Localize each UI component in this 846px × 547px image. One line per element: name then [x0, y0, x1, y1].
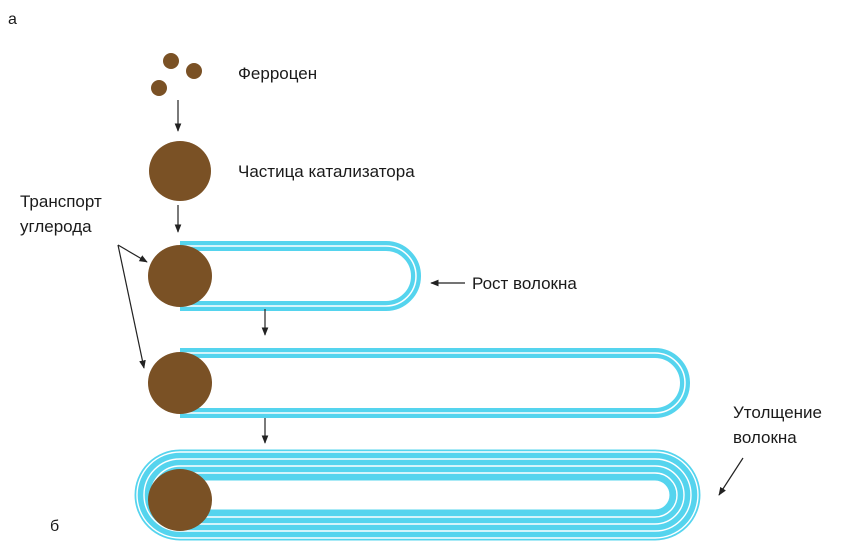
catalyst-particle: [148, 469, 212, 531]
ferrocene-particle: [151, 80, 167, 96]
ferrocene-particle: [186, 63, 202, 79]
label-catalyst-particle: Частица катализатора: [238, 162, 415, 181]
label-carbon-transport-line1: Транспорт: [20, 192, 102, 211]
label-fiber-thickening-line1: Утолщение: [733, 403, 822, 422]
label-ferrocene: Ферроцен: [238, 64, 317, 83]
panel-label-b: б: [50, 518, 59, 535]
arrow-fiber-thickening: [718, 457, 744, 496]
label-carbon-transport-line2: углерода: [20, 217, 92, 236]
arrow-carbon-transport-2: [117, 244, 146, 369]
catalyst-particle: [148, 245, 212, 307]
panel-label-a: а: [8, 11, 17, 28]
catalyst-particle: [148, 352, 212, 414]
catalyst-particle: [149, 141, 211, 201]
fiber-stage-1: [180, 241, 421, 311]
fiber-stage-3: [134, 449, 701, 541]
fiber-stage-2: [180, 348, 690, 418]
ferrocene-particle: [163, 53, 179, 69]
label-fiber-growth: Рост волокна: [472, 274, 577, 293]
arrow-carbon-transport-1: [117, 244, 148, 263]
label-fiber-thickening-line2: волокна: [733, 428, 797, 447]
